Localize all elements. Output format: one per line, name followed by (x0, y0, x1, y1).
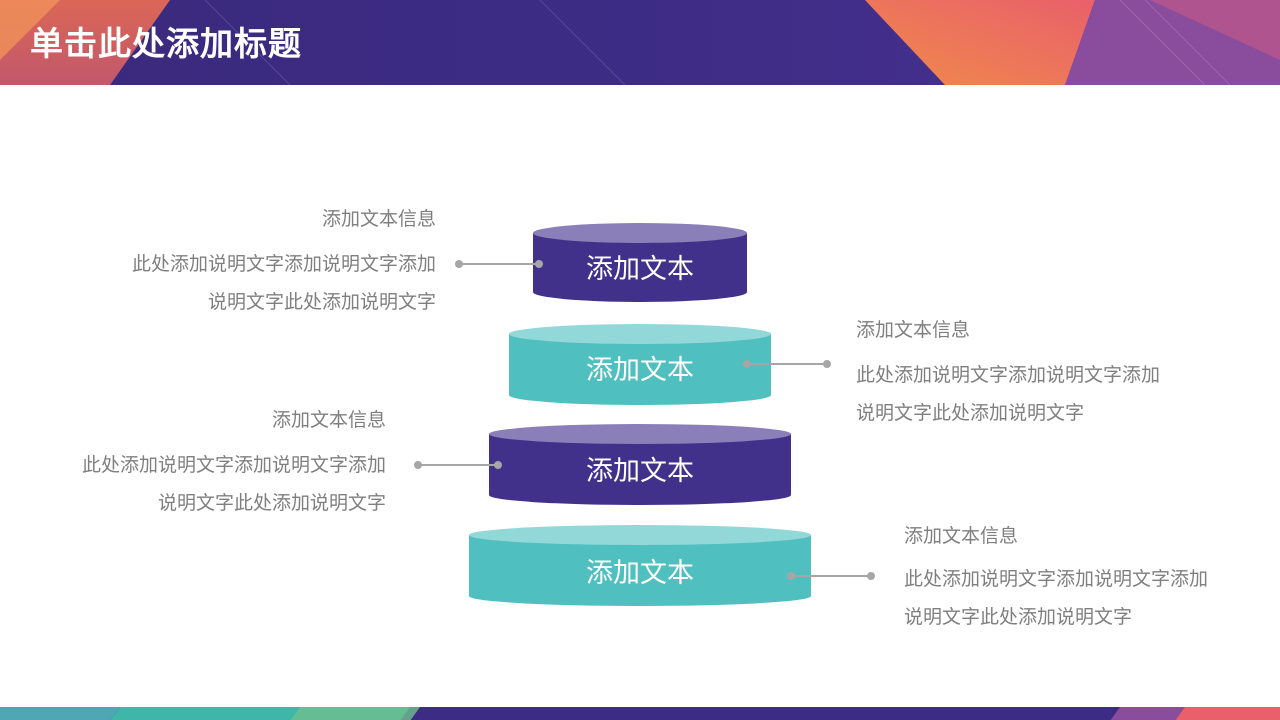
callout-4-line-1: 此处添加说明文字添加说明文字添加 (904, 568, 1209, 590)
header-background (0, 0, 1280, 85)
callout-2-description[interactable]: 此处添加说明文字添加说明文字添加 说明文字此处添加说明文字 (856, 356, 1160, 432)
header-banner: 单击此处添加标题 (0, 0, 1280, 85)
callout-4-description[interactable]: 此处添加说明文字添加说明文字添加 说明文字此处添加说明文字 (904, 560, 1208, 636)
tier-4-side (469, 535, 811, 606)
tier-4-label: 添加文本 (586, 558, 694, 589)
callout-1-line-2: 说明文字此处添加说明文字 (207, 291, 436, 313)
callout-2-line-1: 此处添加说明文字添加说明文字添加 (856, 364, 1161, 386)
tier-1-cylinder[interactable]: 添加文本 (533, 223, 747, 302)
callout-4-title[interactable]: 添加文本信息 (904, 525, 1019, 547)
footer-background (0, 707, 1280, 720)
tier-1-top (533, 223, 747, 243)
tier-1-side (533, 233, 747, 302)
callout-2-line-2: 说明文字此处添加说明文字 (856, 402, 1085, 424)
tier-3-cylinder[interactable]: 添加文本 (489, 424, 791, 505)
tier-2-top (509, 324, 771, 344)
tier-2-label: 添加文本 (586, 355, 694, 386)
callout-3-line-1: 此处添加说明文字添加说明文字添加 (81, 454, 386, 476)
tier-1-label: 添加文本 (586, 254, 694, 285)
callout-1-description[interactable]: 此处添加说明文字添加说明文字添加 说明文字此处添加说明文字 (132, 245, 436, 321)
connector-2 (743, 360, 831, 368)
footer-strip (0, 706, 1280, 720)
callout-3-title[interactable]: 添加文本信息 (271, 409, 386, 431)
callout-2-title[interactable]: 添加文本信息 (856, 319, 971, 341)
tier-2-side (509, 334, 771, 405)
callout-4-line-2: 说明文字此处添加说明文字 (904, 606, 1133, 628)
connector-4 (787, 572, 875, 580)
tier-3-side (489, 434, 791, 505)
callout-3-line-2: 说明文字此处添加说明文字 (157, 492, 386, 514)
connector-1 (455, 260, 543, 268)
tier-3-top (489, 424, 791, 444)
callout-1-line-1: 此处添加说明文字添加说明文字添加 (131, 253, 436, 275)
tier-4-top (469, 525, 811, 545)
callout-3-description[interactable]: 此处添加说明文字添加说明文字添加 说明文字此处添加说明文字 (82, 446, 386, 522)
page-title[interactable]: 单击此处添加标题 (30, 24, 302, 63)
connector-3 (414, 461, 502, 469)
tier-4-cylinder[interactable]: 添加文本 (469, 525, 811, 606)
tier-2-cylinder[interactable]: 添加文本 (509, 324, 771, 405)
callout-1-title[interactable]: 添加文本信息 (321, 208, 436, 230)
tier-3-label: 添加文本 (586, 456, 694, 487)
